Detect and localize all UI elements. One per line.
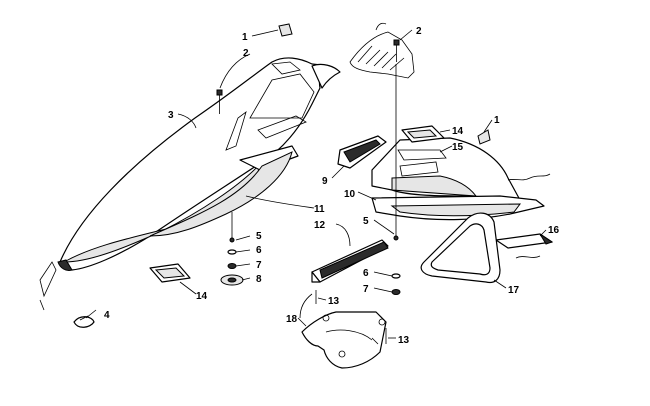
part-18-guard: [301, 311, 387, 369]
part-3-hood: [57, 57, 341, 271]
callout-9: 9: [322, 176, 328, 187]
callout-6-right: 6: [363, 268, 369, 279]
callout-11: 11: [314, 204, 325, 215]
part-16-plate: [495, 233, 554, 249]
callout-labels: 1 2 3 4 14 5 6 7 8 11 12 13 18 13 5 6 7 …: [104, 26, 560, 346]
callout-17: 17: [508, 285, 520, 296]
part-15-console: [371, 137, 521, 206]
callout-14-left: 14: [196, 291, 208, 302]
callout-15: 15: [452, 142, 464, 153]
hardware-stack-right: [391, 64, 401, 295]
callout-5-left: 5: [256, 231, 262, 242]
callout-6-left: 6: [256, 245, 262, 256]
callout-18: 18: [286, 314, 298, 325]
callout-10: 10: [344, 189, 356, 200]
part-9-vent: [337, 135, 387, 169]
part-14-pad-left: [149, 263, 191, 283]
part-2-screw-right: [393, 39, 400, 62]
wire-harness: [507, 173, 551, 259]
part-2-screw-left: [216, 89, 223, 114]
callout-13-left: 13: [328, 296, 340, 307]
leader-lines: [79, 29, 547, 345]
part-11-lower-panel: [149, 145, 299, 237]
part-1-clip-left: [278, 23, 293, 37]
callout-13-right: 13: [398, 335, 410, 346]
callout-2-left: 2: [243, 48, 249, 59]
callout-7-left: 7: [256, 260, 262, 271]
part-10-base: [371, 195, 545, 221]
callout-5-right: 5: [363, 216, 369, 227]
callout-1-left: 1: [242, 32, 248, 43]
callout-1-right: 1: [494, 115, 500, 126]
callout-3: 3: [168, 110, 174, 121]
callout-4: 4: [104, 310, 110, 321]
handlebar-sketch: [349, 22, 415, 79]
hardware-stack-left: [220, 212, 244, 286]
callout-8: 8: [256, 274, 262, 285]
callout-14-right: 14: [452, 126, 464, 137]
part-14-pad-right: [401, 125, 445, 143]
part-17-seal: [420, 212, 501, 284]
callout-7-right: 7: [363, 284, 369, 295]
part-4-tether: [39, 261, 97, 328]
part-12-bracket: [311, 239, 389, 283]
part-1-clip-right: [477, 129, 491, 145]
callout-12: 12: [314, 220, 326, 231]
callout-2-right: 2: [416, 26, 422, 37]
callout-16: 16: [548, 225, 560, 236]
